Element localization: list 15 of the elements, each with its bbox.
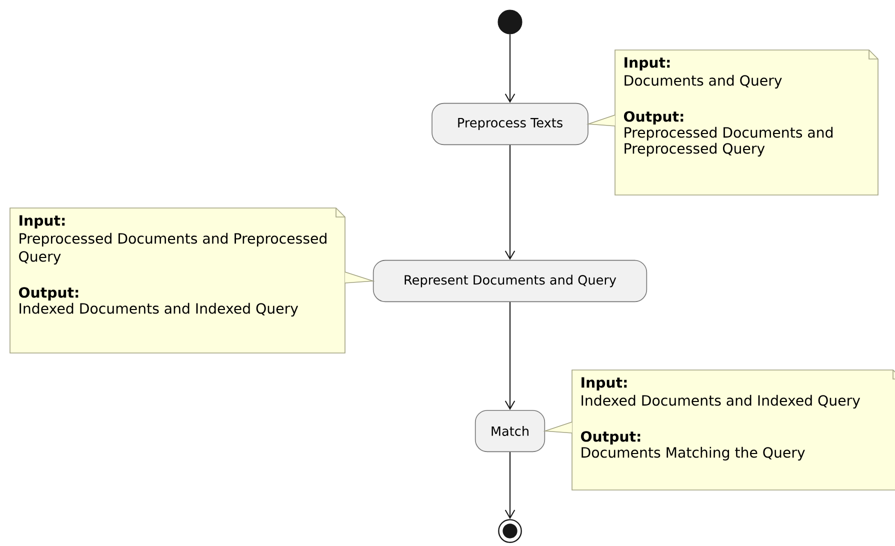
note: Input: Documents and Query Output: Preprocessed Documents and Preprocessed Query (614, 50, 878, 196)
note: Input: Indexed Documents and Indexed Query Output: Documents Matching the Query (572, 370, 895, 490)
note: Input: Preprocessed Documents and Preprocessed Query Output: Indexed Documents and Indexed Query (10, 208, 346, 354)
note-pointer (586, 114, 616, 126)
note-pointer (344, 272, 376, 284)
arrow (504, 145, 516, 260)
start-node (498, 10, 522, 34)
arrow (504, 34, 516, 103)
end-node (498, 519, 522, 543)
activity-box: Represent Documents and Query (372, 260, 648, 302)
activity-box: Preprocess Texts (432, 102, 588, 146)
note-pointer (543, 422, 572, 434)
activity-box: Match (474, 410, 546, 452)
arrow (504, 302, 516, 410)
arrow (504, 452, 516, 520)
